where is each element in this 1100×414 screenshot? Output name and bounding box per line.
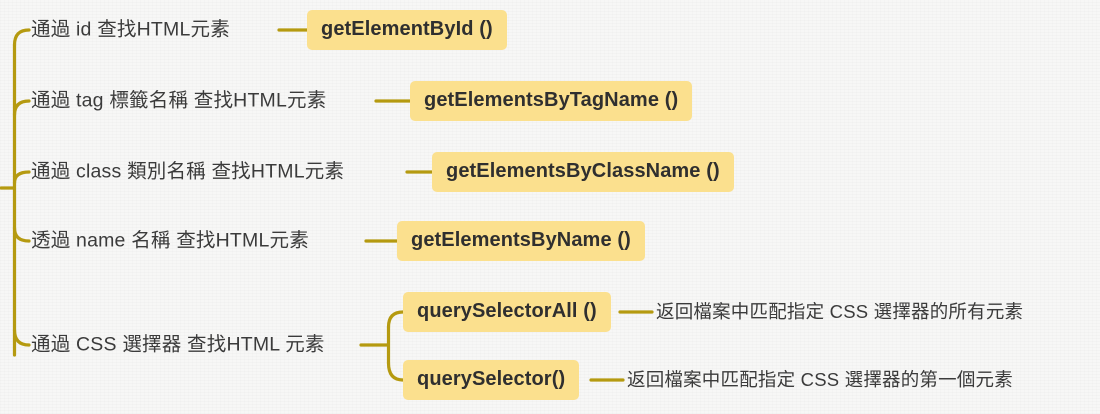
elbow-branch-tag xyxy=(12,99,31,117)
elbow-queryselectorall xyxy=(386,310,405,329)
branch-label-tag: 通過 tag 標籤名稱 查找HTML元素 xyxy=(31,89,327,112)
elbow-queryselector xyxy=(386,361,405,382)
method-chip-getelementsbyclassname[interactable]: getElementsByClassName () xyxy=(432,152,734,192)
elbow-branch-id xyxy=(12,28,31,47)
method-chip-getelementbyid[interactable]: getElementById () xyxy=(307,10,507,50)
description-queryselectorall: 返回檔案中匹配指定 CSS 選擇器的所有元素 xyxy=(656,300,1024,322)
branch-label-id: 通過 id 查找HTML元素 xyxy=(31,18,230,41)
method-chip-queryselectorall[interactable]: querySelectorAll () xyxy=(403,292,611,332)
elbow-branch-class xyxy=(12,170,31,185)
elbow-branch-css xyxy=(12,328,31,347)
elbow-branch-name xyxy=(12,226,31,243)
method-chip-queryselector[interactable]: querySelector() xyxy=(403,360,580,400)
description-queryselector: 返回檔案中匹配指定 CSS 選擇器的第一個元素 xyxy=(627,368,1013,390)
branch-label-css-selector: 通過 CSS 選擇器 查找HTML 元素 xyxy=(31,333,325,356)
branch-label-class: 通過 class 類別名稱 查找HTML元素 xyxy=(31,160,345,183)
method-chip-getelementsbyname[interactable]: getElementsByName () xyxy=(397,221,645,261)
branch-label-name: 透過 name 名稱 查找HTML元素 xyxy=(31,229,309,252)
method-chip-getelementsbytagname[interactable]: getElementsByTagName () xyxy=(410,81,693,121)
